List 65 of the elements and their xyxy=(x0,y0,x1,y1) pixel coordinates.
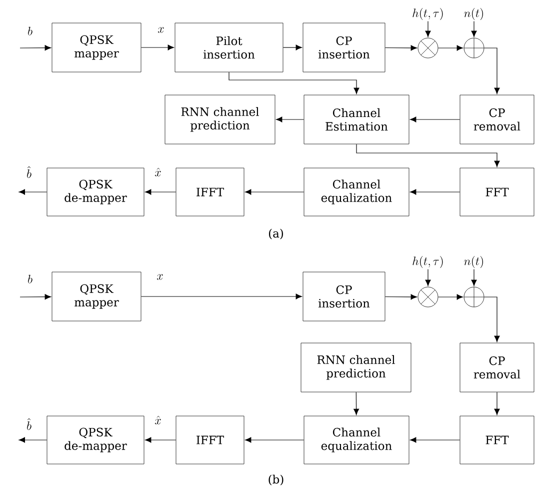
process-box: FFT xyxy=(460,168,534,216)
arrow xyxy=(410,116,460,122)
arrow xyxy=(494,392,500,415)
arrow xyxy=(245,437,304,443)
edge-label: $b$ xyxy=(26,26,34,36)
process-box: QPSK mapper xyxy=(52,22,142,72)
signal-label: $n(t)$ xyxy=(464,256,484,268)
arrow xyxy=(484,296,500,342)
arrow xyxy=(425,20,431,37)
arrow xyxy=(410,437,460,443)
process-box: FFT xyxy=(460,416,534,464)
arrow xyxy=(384,294,417,300)
process-box: QPSK mapper xyxy=(52,272,142,322)
process-box: QPSK de-mapper xyxy=(46,416,144,464)
arrow xyxy=(484,48,500,94)
edge-label: $b$ xyxy=(26,274,34,284)
arrow xyxy=(471,20,477,37)
process-box: Channel equalization xyxy=(304,416,410,464)
process-box: CP insertion xyxy=(302,272,386,322)
edge-label: $\hat{b}$ xyxy=(26,165,32,179)
panel-label: (b) xyxy=(268,474,284,486)
arrow xyxy=(471,268,477,286)
arrow xyxy=(354,392,360,415)
arrow xyxy=(438,294,463,300)
arrow xyxy=(276,116,304,122)
signal-label: $h(t,\tau)$ xyxy=(412,256,443,268)
signal-label: $h(t,\tau)$ xyxy=(412,8,443,20)
process-box: CP removal xyxy=(460,94,534,144)
adder-symbol xyxy=(464,286,484,308)
process-box: RNN channel prediction xyxy=(300,342,412,392)
arrow xyxy=(18,437,48,443)
edge-label: $\hat{x}$ xyxy=(154,414,162,426)
arrow xyxy=(282,44,302,50)
edge-label: $\hat{b}$ xyxy=(26,417,32,431)
multiplier-symbol xyxy=(418,286,438,308)
adder-symbol xyxy=(464,38,484,58)
arrow xyxy=(145,437,176,443)
arrow xyxy=(384,45,417,51)
arrow xyxy=(20,294,52,300)
multiplier-symbol xyxy=(418,38,438,58)
process-box: CP insertion xyxy=(302,22,386,72)
process-box: QPSK de-mapper xyxy=(46,168,144,216)
arrow xyxy=(410,189,460,195)
arrow xyxy=(245,189,304,195)
process-box: CP removal xyxy=(460,342,534,392)
edge-label: $x$ xyxy=(156,273,164,281)
process-box: RNN channel prediction xyxy=(164,94,276,144)
signal-label: $n(t)$ xyxy=(464,8,484,20)
arrow xyxy=(145,189,176,195)
process-box: Channel equalization xyxy=(304,168,410,216)
arrow xyxy=(438,45,463,51)
process-box: Pilot insertion xyxy=(174,22,284,72)
arrow xyxy=(228,72,360,94)
arrow xyxy=(140,44,174,50)
arrow xyxy=(18,189,48,195)
process-box: IFFT xyxy=(176,416,244,464)
arrow xyxy=(20,45,52,51)
arrow xyxy=(425,268,431,286)
edge-label: $x$ xyxy=(156,26,166,34)
edge-label: $\hat{x}$ xyxy=(154,166,162,178)
arrow xyxy=(356,144,500,167)
process-box: IFFT xyxy=(176,168,244,216)
panel-label: (a) xyxy=(269,228,283,240)
process-box: Channel Estimation xyxy=(304,94,410,144)
arrow xyxy=(140,294,302,300)
